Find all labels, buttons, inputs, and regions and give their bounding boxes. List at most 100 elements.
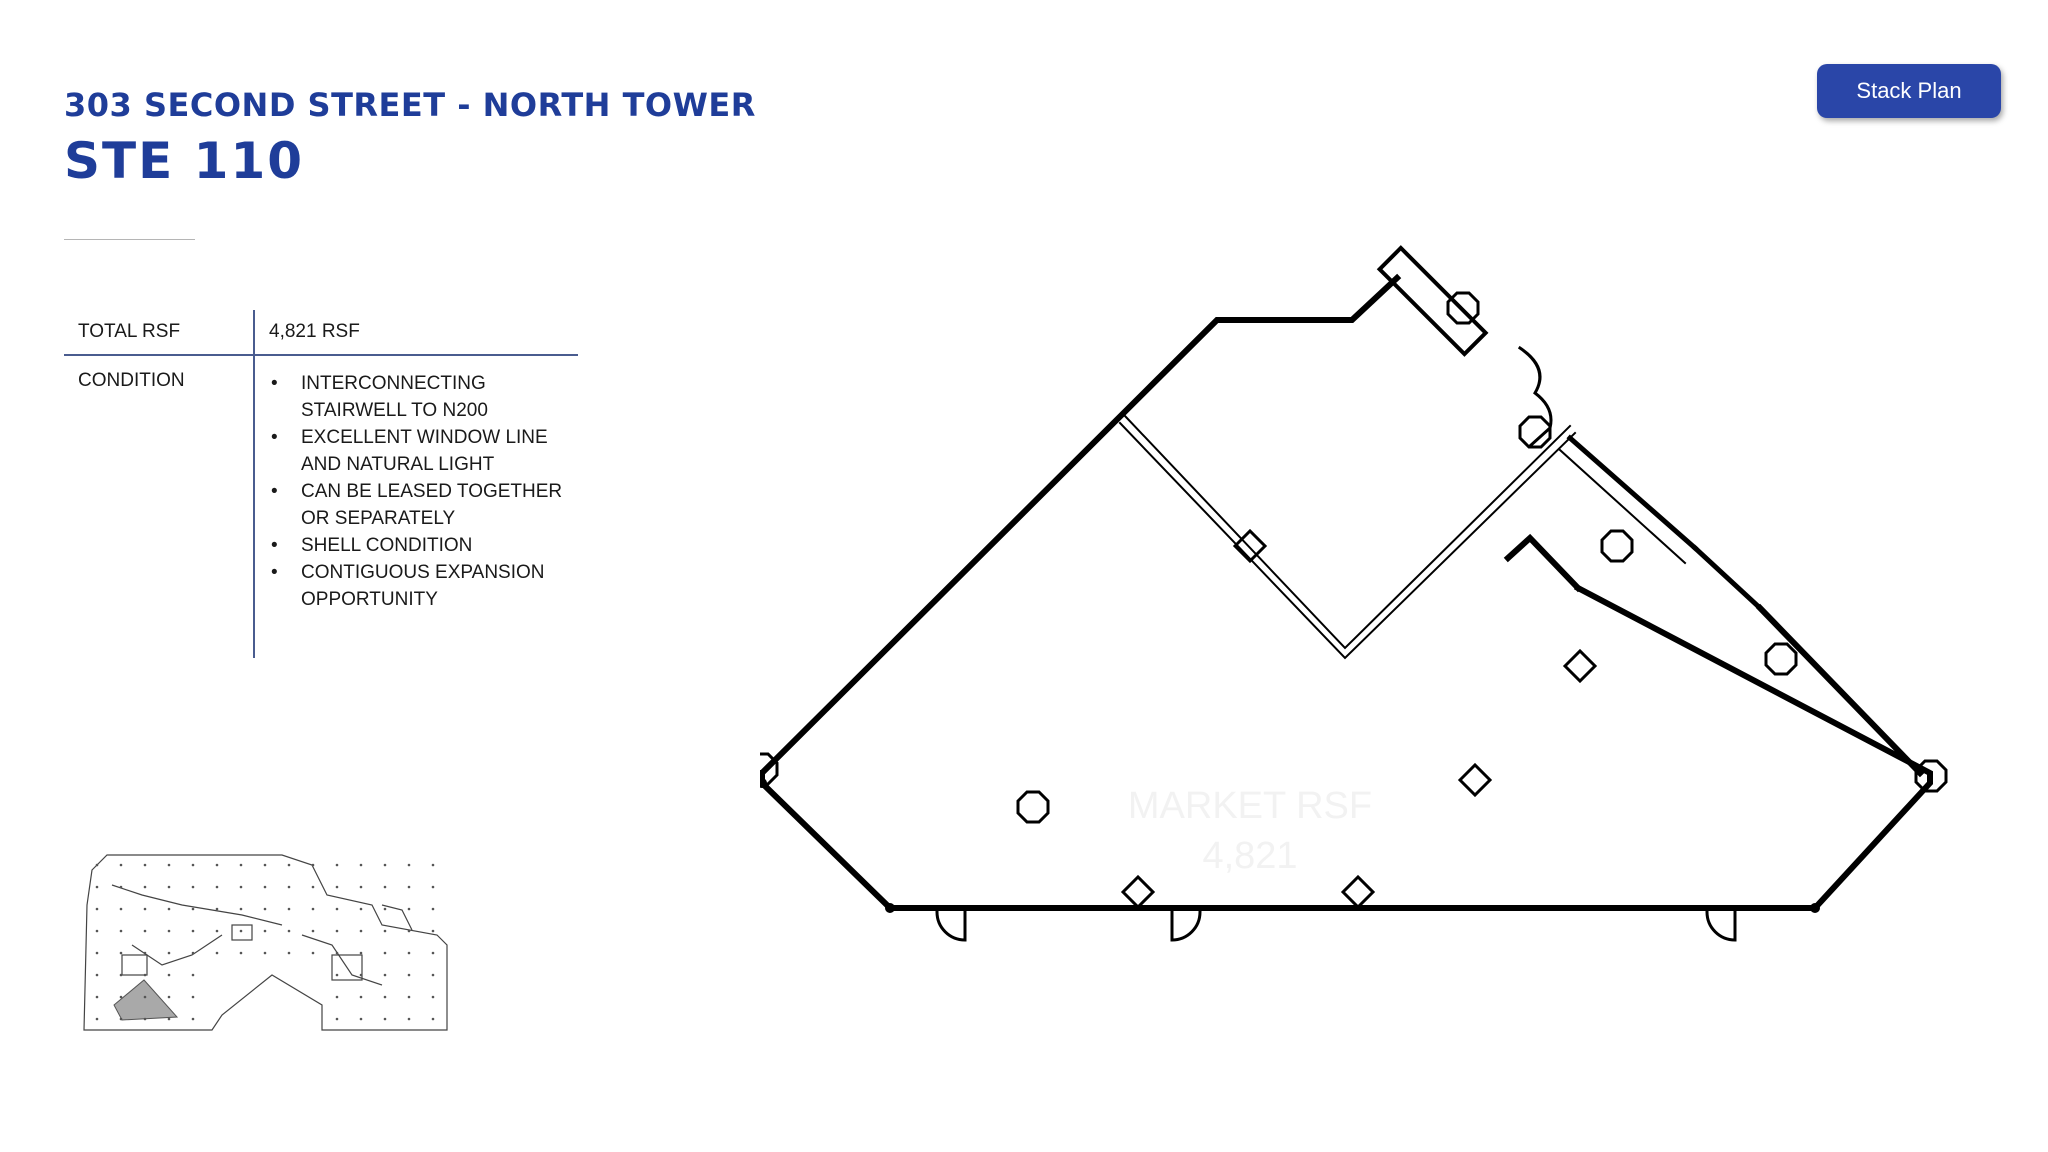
building-name: 303 SECOND STREET - NORTH TOWER: [64, 86, 756, 124]
key-plan-column-dot: [143, 907, 147, 911]
perimeter-column: [760, 752, 779, 786]
key-plan-column-dot: [383, 973, 387, 977]
key-plan-column-dot: [167, 863, 171, 867]
key-plan-column-dot: [95, 863, 99, 867]
key-plan-column-dot: [143, 951, 147, 955]
condition-label: CONDITION: [64, 356, 255, 658]
key-plan-column-dot: [311, 885, 315, 889]
key-plan-column-dot: [431, 863, 435, 867]
key-plan-column-dot: [407, 907, 411, 911]
key-plan-column-dot: [167, 929, 171, 933]
interior-column: [1457, 762, 1493, 798]
key-plan-core: [331, 954, 363, 981]
key-plan-column-dot: [143, 885, 147, 889]
key-plan-column-dot: [359, 1017, 363, 1021]
key-plan-column-dot: [95, 951, 99, 955]
key-plan-column-dot: [143, 995, 147, 999]
key-plan-column-dot: [335, 929, 339, 933]
interior-column: [1340, 874, 1376, 910]
condition-item: SHELL CONDITION: [269, 532, 571, 559]
total-rsf-value: 4,821 RSF: [269, 321, 360, 342]
condition-item: INTERCONNECTING STAIRWELL TO N200: [269, 370, 571, 424]
key-plan-column-dot: [119, 929, 123, 933]
stack-plan-button[interactable]: Stack Plan: [1817, 64, 2001, 118]
interior-partition: [1118, 421, 1577, 660]
key-plan-column-dot: [335, 885, 339, 889]
key-plan-column-dot: [167, 885, 171, 889]
key-plan-column-dot: [431, 1017, 435, 1021]
south-door-1: [935, 906, 967, 942]
key-plan-column-dot: [287, 929, 291, 933]
key-plan-column-dot: [383, 1017, 387, 1021]
floor-plan: MARKET RSF 4,821: [760, 245, 1948, 942]
key-plan-column-dot: [167, 973, 171, 977]
key-plan-column-dot: [191, 907, 195, 911]
key-plan-column-dot: [359, 907, 363, 911]
south-door-3: [1705, 906, 1737, 942]
interior-column: [1562, 648, 1598, 684]
condition-item: CONTIGUOUS EXPANSION OPPORTUNITY: [269, 559, 571, 613]
key-plan-column-dot: [431, 951, 435, 955]
key-plan-column-dot: [143, 929, 147, 933]
key-plan-column-dot: [167, 951, 171, 955]
total-rsf-row: TOTAL RSF 4,821 RSF: [64, 310, 578, 356]
key-plan-column-dot: [407, 885, 411, 889]
key-plan-column-dot: [383, 929, 387, 933]
entry-vestibule: [1376, 245, 1489, 357]
key-plan-column-dot: [359, 863, 363, 867]
key-plan-column-dot: [215, 951, 219, 955]
interior-column: [1232, 528, 1268, 564]
key-plan-column-dot: [239, 885, 243, 889]
north-west-wall: [760, 273, 1402, 778]
key-plan-core: [121, 954, 148, 976]
key-plan-column-dot: [143, 973, 147, 977]
key-plan-core-line: [301, 934, 383, 986]
key-plan-column-dot: [119, 951, 123, 955]
key-plan-column-dot: [263, 929, 267, 933]
perimeter-column: [1600, 529, 1634, 563]
key-plan-column-dot: [191, 995, 195, 999]
floor-plan-watermark: MARKET RSF: [1128, 785, 1372, 827]
entry-door-swing: [1517, 345, 1553, 449]
perimeter-column: [1764, 642, 1798, 676]
condition-row: CONDITION INTERCONNECTING STAIRWELL TO N…: [64, 356, 578, 658]
key-plan-column-dot: [239, 863, 243, 867]
key-plan-column-dot: [287, 863, 291, 867]
suite-title: STE 110: [64, 132, 305, 190]
key-plan-core-line: [381, 904, 413, 931]
key-plan-core-line: [111, 884, 283, 926]
key-plan-column-dot: [359, 995, 363, 999]
key-plan-column-dot: [383, 907, 387, 911]
key-plan-column-dot: [431, 995, 435, 999]
key-plan-column-dot: [359, 973, 363, 977]
key-plan-column-dot: [119, 973, 123, 977]
south-door-2: [1170, 906, 1202, 942]
key-plan-column-dot: [239, 929, 243, 933]
key-plan-column-dot: [335, 995, 339, 999]
key-plan-column-dot: [287, 907, 291, 911]
key-plan-column-dot: [407, 863, 411, 867]
north-east-wall: [1503, 533, 1583, 593]
condition-value: INTERCONNECTING STAIRWELL TO N200 EXCELL…: [255, 356, 571, 658]
key-plan-column-dot: [431, 973, 435, 977]
wall-mullion: [760, 778, 767, 788]
total-rsf-label: TOTAL RSF: [64, 310, 255, 354]
key-plan-column-dot: [383, 995, 387, 999]
key-plan-column-dot: [95, 995, 99, 999]
key-plan-column-dot: [335, 863, 339, 867]
wall-mullion: [885, 903, 895, 913]
key-plan-column-dot: [191, 863, 195, 867]
key-plan-column-dot: [359, 929, 363, 933]
condition-item: EXCELLENT WINDOW LINE AND NATURAL LIGHT: [269, 424, 571, 478]
key-plan-column-dot: [287, 951, 291, 955]
key-plan-core: [231, 924, 253, 941]
key-plan-outline: [83, 854, 448, 1031]
condition-item: CAN BE LEASED TOGETHER OR SEPARATELY: [269, 478, 571, 532]
key-plan-column-dot: [167, 1017, 171, 1021]
key-plan-column-dot: [95, 907, 99, 911]
key-plan-columns: [95, 863, 435, 1021]
key-plan-column-dot: [311, 863, 315, 867]
key-plan-highlighted-suite: [113, 979, 179, 1021]
east-glazing: [1566, 434, 1699, 552]
key-plan-column-dot: [335, 951, 339, 955]
